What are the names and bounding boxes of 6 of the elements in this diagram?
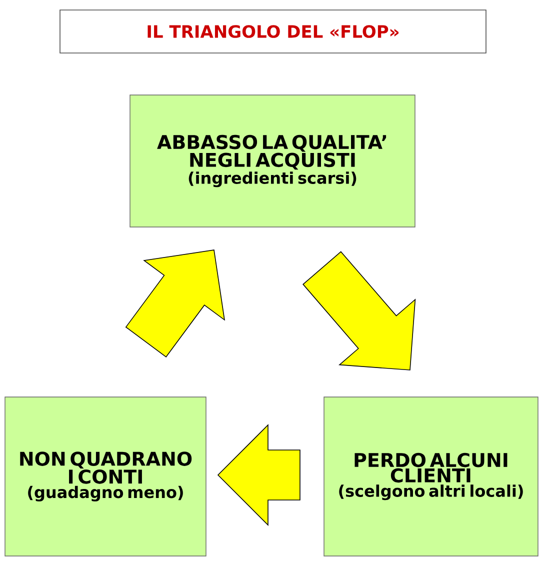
cause-box: PERDO ALCUNI CLIENTI (scelgono altri locali): [324, 396, 538, 556]
block-arrow: [302, 251, 416, 370]
cause-box: NON QUADRANO I CONTI (guadagno meno): [4, 396, 206, 556]
block-arrow: [217, 424, 300, 526]
title-box: IL TRIANGOLO DEL «FLOP»: [60, 10, 486, 54]
cause-box: ABBASSO LA QUALITA’ NEGLI ACQUISTI (ingredienti scarsi): [130, 94, 416, 228]
